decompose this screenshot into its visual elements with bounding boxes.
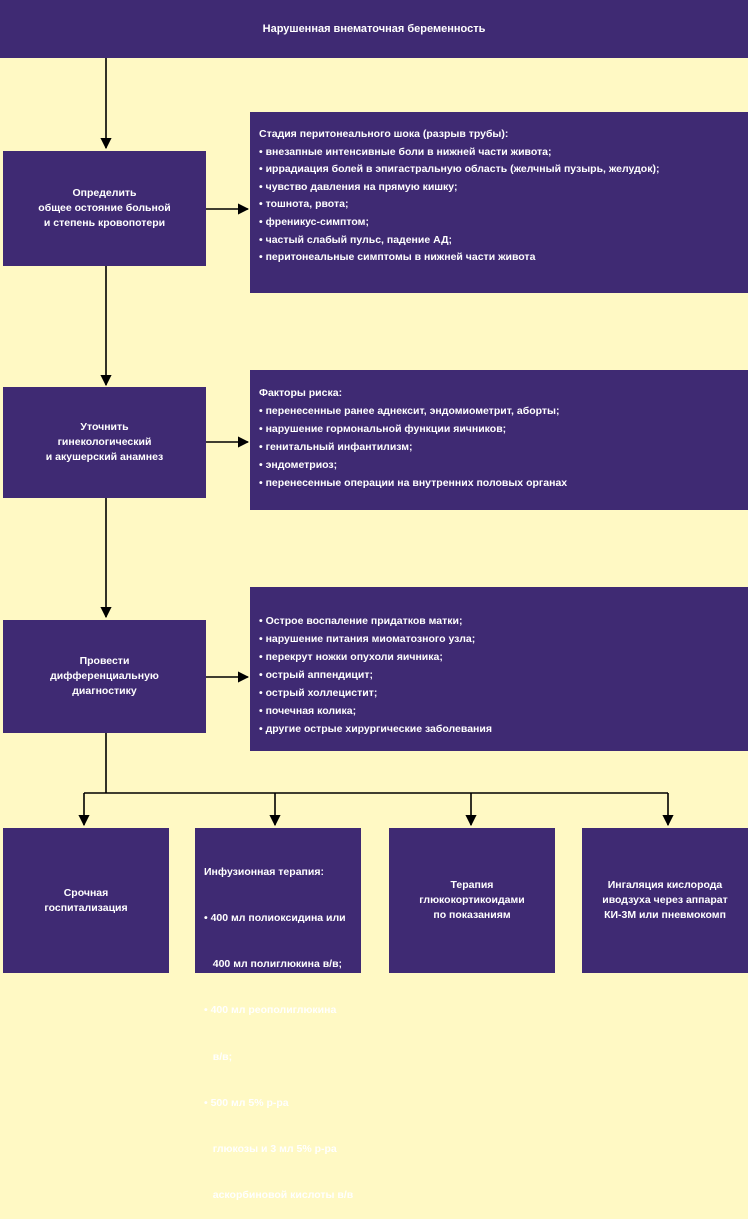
details-item: • острый аппендицит; [259,669,373,681]
connector-arrows [78,58,674,827]
title-text: Нарушенная внематочная беременность [262,22,486,35]
details-item: • другие острые хирургические заболевани… [259,723,492,735]
step1-label-line: и степень кровопотери [43,217,166,229]
shock-stage-details-box: Стадия перитонеального шока (разрыв труб… [250,112,748,293]
risk-factors-box: Факторы риска: • перенесенные ранее адне… [250,370,748,510]
outcome-line: глюкозы и 3 мл 5% р-ра [204,1143,337,1156]
step1-label-line: Определить [72,187,137,199]
differential-diagnosis-list-box: • Острое воспаление придатков матки; • н… [250,587,748,751]
details-heading: Стадия перитонеального шока (разрыв труб… [259,128,509,140]
details-item: • перенесенные операции на внутренних по… [259,477,568,489]
outcome-line: Терапия [450,879,494,891]
step2-label-line: и акушерский анамнез [45,451,164,463]
details-item: • острый холлецистит; [259,687,378,699]
urgent-hospitalization-box: Срочная госпитализация [3,828,169,973]
step-differential-diagnosis-box: Провести дифференциальную диагностику [3,620,206,733]
infusion-therapy-box: Инфузионная терапия: • 400 мл полиоксиди… [195,828,361,1201]
details-item: • перитонеальные симптомы в нижней части… [259,251,536,264]
details-item: • чувство давления на прямую кишку; [259,180,458,193]
details-item: • тошнота, рвота; [259,198,349,211]
step3-label-line: Провести [79,655,130,667]
outcome-line: Срочная [63,886,109,899]
outcome-line: аскорбиновой кислоты в/в [204,1189,354,1202]
step1-label-line: общее остояние больной [38,202,171,214]
details-item: • перенесенные ранее аднексит, эндомиоме… [259,405,560,417]
details-heading: Факторы риска: [259,387,343,399]
outcome-line: КИ-3М или пневмокомп [604,909,726,921]
diagram-title: Нарушенная внематочная беременность [0,0,748,58]
outcome-line: • 400 мл реополиглюкина [204,1004,337,1017]
glucocorticoid-therapy-box: Терапия глюкокортикоидами по показаниям [389,828,555,973]
oxygen-inhalation-box: Ингаляция кислорода иводзуха через аппар… [582,828,748,973]
details-item: • генитальный инфантилизм; [259,441,413,453]
details-item: • эндометриоз; [259,459,338,471]
outcome-line: глюкокортикоидами [419,894,525,906]
details-item: • внезапные интенсивные боли в нижней ча… [259,145,552,158]
details-item: • перекрут ножки опухоли яичника; [259,651,443,663]
details-item: • почечная колика; [259,705,357,717]
step3-label-line: дифференциальную [50,670,159,682]
outcome-line: 400 мл полиглюкина в/в; [204,958,343,971]
details-item: • френикус-симптом; [259,215,369,228]
step2-label-line: Уточнить [80,421,129,433]
step-assess-condition-box: Определить общее остояние больной и степ… [3,151,206,266]
step3-label-line: диагностику [72,685,137,697]
details-item: • нарушение питания миоматозного узла; [259,633,476,645]
details-item: • иррадиация болей в эпигастральную обла… [259,163,660,176]
outcome-heading: Инфузионная терапия: [204,865,324,878]
step-clarify-anamnesis-box: Уточнить гинекологический и акушерский а… [3,387,206,498]
step2-label-line: гинекологический [57,436,152,448]
outcome-line: по показаниям [433,909,511,921]
outcome-line: в/в; [204,1050,233,1063]
details-item: • Острое воспаление придатков матки; [259,615,463,627]
outcome-line: госпитализация [44,901,128,914]
outcome-line: • 400 мл полиоксидина или [204,912,346,925]
outcome-line: Ингаляция кислорода [607,879,723,891]
details-item: • частый слабый пульс, падение АД; [259,233,453,246]
outcome-line: иводзуха через аппарат [602,894,728,906]
outcome-line: • 500 мл 5% р-ра [204,1096,289,1109]
details-item: • нарушение гормональной функции яичнико… [259,423,507,435]
